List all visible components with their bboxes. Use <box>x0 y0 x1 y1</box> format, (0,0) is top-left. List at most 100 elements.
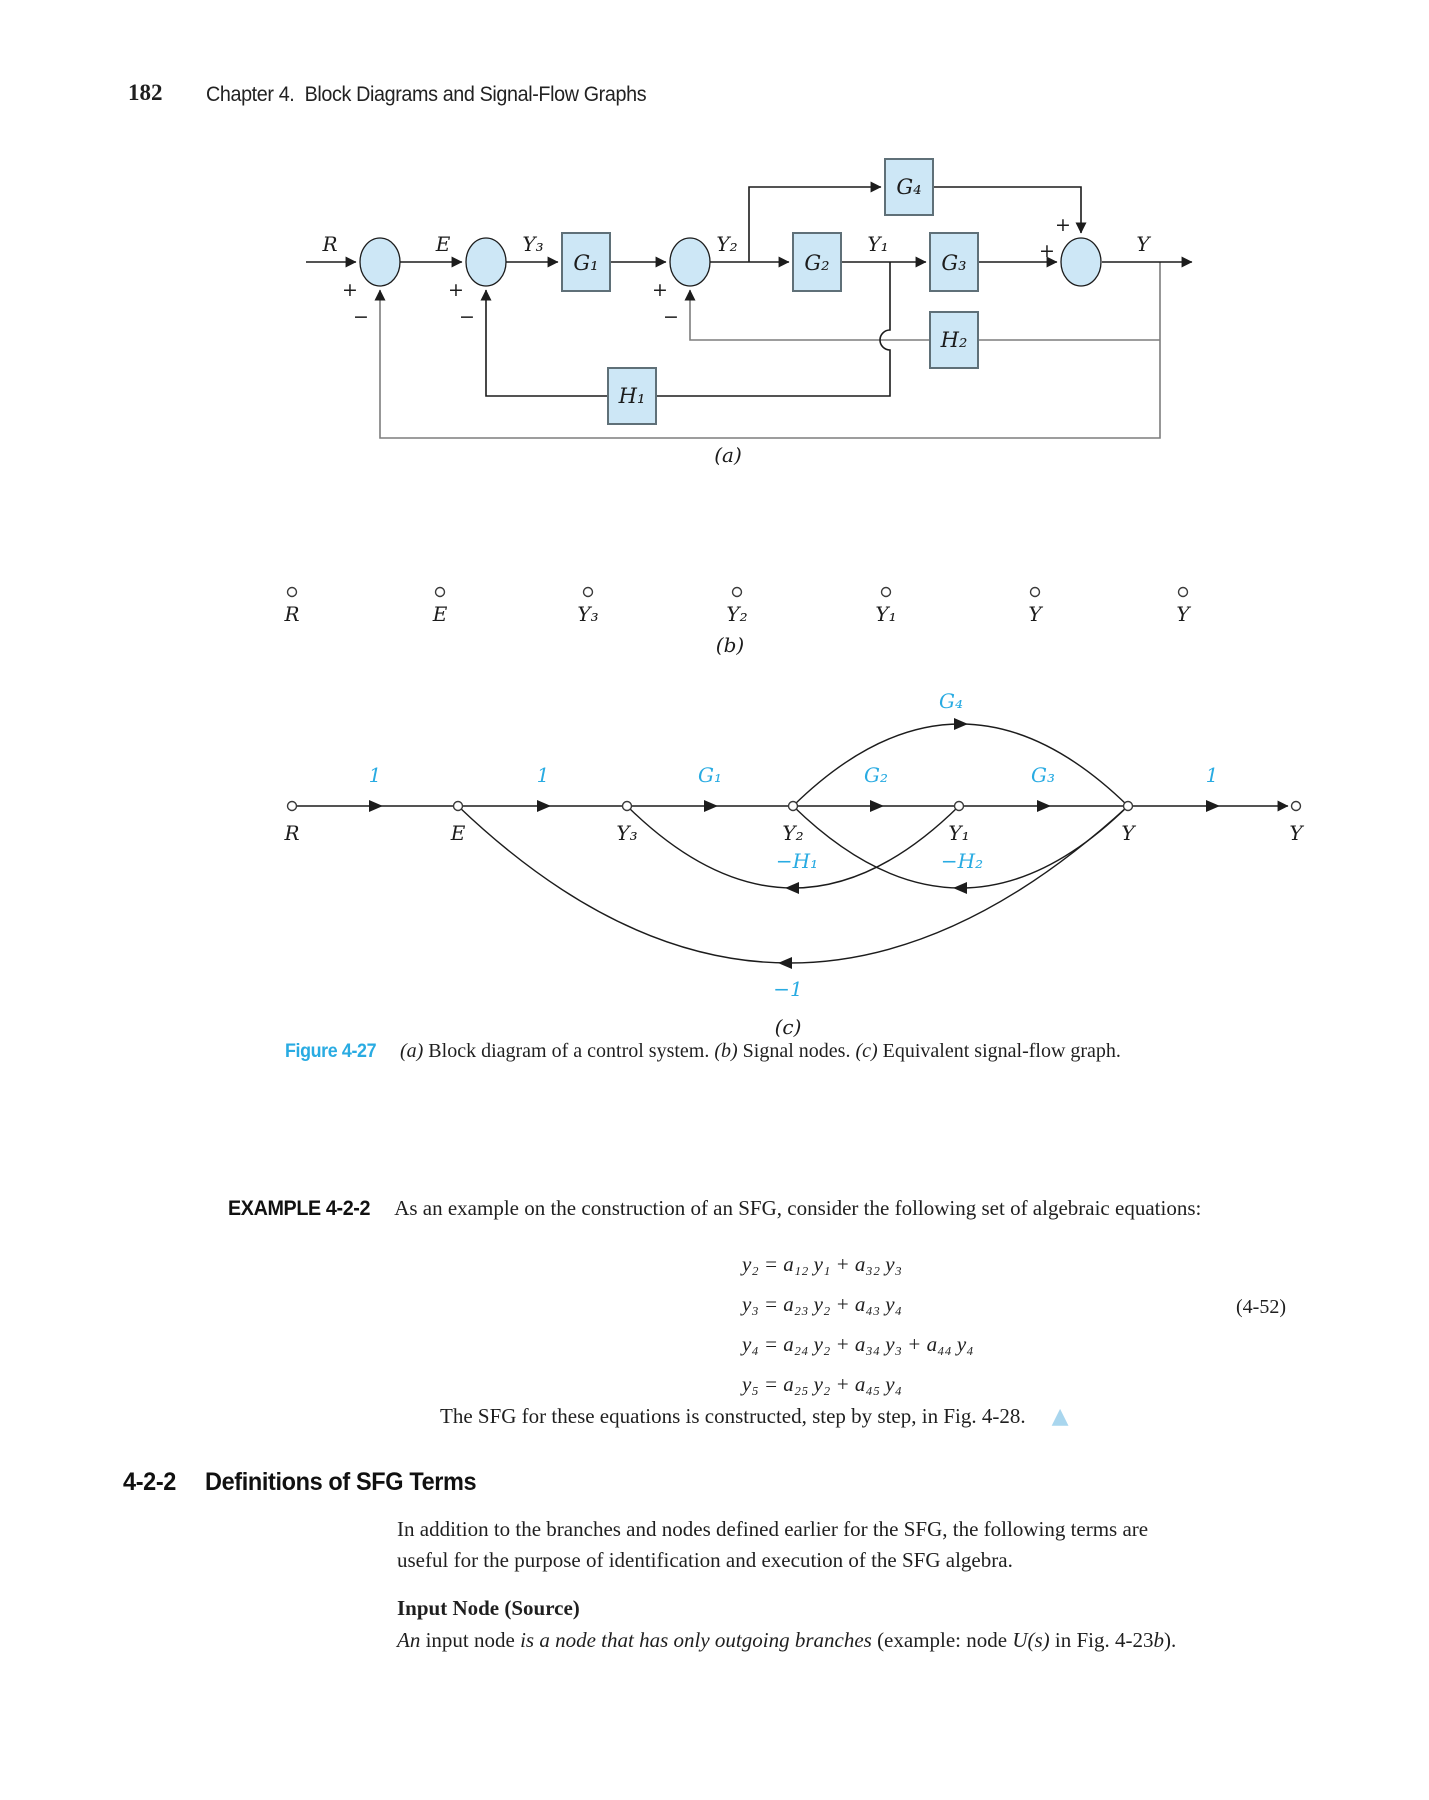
summing-junction-2 <box>465 237 507 287</box>
caption-text-c: Equivalent signal-flow graph. <box>877 1040 1121 1062</box>
signal-y3-label: Y₃ <box>522 232 543 256</box>
arrowhead <box>704 800 718 812</box>
feedback-wires <box>374 262 1161 439</box>
signal-y1-label: Y₁ <box>867 232 888 256</box>
sfg-node-circles <box>286 800 1302 812</box>
sum4-top-plus-sign: + <box>1055 214 1071 236</box>
signal-y2-label: Y₂ <box>716 232 737 256</box>
example-closing-line: The SFG for these equations is construct… <box>440 1404 1069 1429</box>
gain-label: G₃ <box>1031 763 1055 787</box>
sfg-h1-branch <box>626 805 960 889</box>
caption-tag-b: (b) <box>714 1040 738 1062</box>
gain-label-g4: G₄ <box>939 689 963 713</box>
block-g1-label: G₁ <box>573 251 598 275</box>
node-circle <box>621 800 633 812</box>
paragraph-line: In addition to the branches and nodes de… <box>397 1517 1149 1541</box>
g4-to-sum4-wire <box>933 186 1087 234</box>
signal-e-label: E <box>435 232 451 256</box>
block-g4-label: G₄ <box>896 175 921 199</box>
sum2-plus-sign: + <box>448 279 464 301</box>
block-h2 <box>929 311 979 369</box>
summing-junction-4 <box>1060 237 1102 287</box>
summing-junction-1 <box>359 237 401 287</box>
node-label: Y₁ <box>875 602 896 626</box>
node-circle <box>880 586 892 598</box>
caption-text-b: Signal nodes. <box>737 1040 856 1062</box>
equation-number: (4-52) <box>1236 1296 1286 1318</box>
figure-caption-label: Figure 4-27 <box>285 1041 377 1062</box>
node-label: Y <box>1121 821 1136 845</box>
node-label: Y₂ <box>726 602 747 626</box>
figure-a-sublabel: (a) <box>714 443 742 467</box>
arrowhead-unity <box>778 957 792 969</box>
example-closing-text: The SFG for these equations is construct… <box>440 1404 1026 1428</box>
arrowhead <box>1206 800 1220 812</box>
figure-a-block-diagram: G₁ G₂ G₃ G₄ H₂ H₁ R E Y₃ Y₂ Y₁ Y + − + −… <box>306 158 1193 467</box>
sfg-g4-branch <box>792 723 1129 807</box>
definition-part: input node <box>425 1628 521 1652</box>
gain-label: 1 <box>369 763 382 787</box>
h2-output-wire <box>684 289 930 341</box>
section-number: 4-2-2 <box>123 1468 176 1496</box>
definition-part: U(s) <box>1012 1628 1050 1652</box>
sfg-arrowheads <box>369 718 1220 969</box>
node-label: Y₁ <box>948 821 969 845</box>
equation-block: y₂ = a₁₂ y₁ + a₃₂ y₃ y₃ = a₂₃ y₂ + a₄₃ y… <box>742 1244 974 1404</box>
node-circle <box>286 586 298 598</box>
node-circle <box>452 800 464 812</box>
example-label: EXAMPLE 4-2-2 <box>228 1197 371 1220</box>
definition-part: in Fig. 4-23 <box>1049 1628 1154 1652</box>
equation-line: y₃ = a₂₃ y₂ + a₄₃ y₄ <box>742 1292 902 1316</box>
outer-feedback-wire <box>374 262 1161 439</box>
equation-line: y₂ = a₁₂ y₁ + a₃₂ y₃ <box>742 1252 902 1276</box>
node-label: Y₂ <box>782 821 803 845</box>
arrowhead <box>369 800 383 812</box>
node-circle <box>434 586 446 598</box>
gain-label: 1 <box>537 763 550 787</box>
gain-label-h2: −H₂ <box>941 849 983 873</box>
example-end-marker-icon: ▲ <box>1051 1404 1069 1429</box>
block-h2-label: H₂ <box>940 328 968 352</box>
gain-label: G₂ <box>864 763 888 787</box>
node-label: E <box>450 821 466 845</box>
chapter-title: Chapter 4. Block Diagrams and Signal-Flo… <box>206 83 647 106</box>
y2-to-g4-wire <box>748 181 882 262</box>
summing-junction-3 <box>669 237 711 287</box>
arrowhead <box>870 800 884 812</box>
section-paragraph: In addition to the branches and nodes de… <box>397 1514 1148 1576</box>
node-circle <box>1290 800 1302 812</box>
figure-c-signal-flow-graph: 1 1 G₁ G₂ G₃ 1 G₄ −H₁ −H₂ −1 R E Y₃ Y₂ Y… <box>283 689 1304 1039</box>
sum1-minus-sign: − <box>353 306 369 328</box>
figure-4-27-graphics: G₁ G₂ G₃ G₄ H₂ H₁ R E Y₃ Y₂ Y₁ Y + − + −… <box>283 158 1304 1039</box>
gain-label-h1: −H₁ <box>776 849 818 873</box>
definition-part: is a node that has only outgoing branche… <box>520 1628 878 1652</box>
gain-label: G₁ <box>698 763 722 787</box>
input-node-subheading: Input Node (Source) <box>397 1596 580 1620</box>
signal-node-circles <box>286 586 1189 598</box>
arrowhead <box>1037 800 1051 812</box>
h1-output-wire <box>480 289 608 397</box>
arrowhead-g4 <box>954 718 968 730</box>
sum1-plus-sign: + <box>342 279 358 301</box>
node-label: Y₃ <box>616 821 637 845</box>
block-g2-label: G₂ <box>804 251 829 275</box>
node-label: Y <box>1289 821 1304 845</box>
node-circle <box>582 586 594 598</box>
definition-part: ). <box>1164 1628 1177 1652</box>
node-label: R <box>283 821 299 845</box>
page-number: 182 <box>128 80 163 105</box>
signal-r-label: R <box>321 232 337 256</box>
definition-part: b <box>1153 1628 1165 1652</box>
gain-label-unity-feedback: −1 <box>773 977 802 1001</box>
node-circle <box>787 800 799 812</box>
equation-line: y₅ = a₂₅ y₂ + a₄₅ y₄ <box>742 1372 902 1396</box>
figure-c-sublabel: (c) <box>775 1015 802 1039</box>
block-g1 <box>561 232 611 292</box>
node-circle <box>1122 800 1134 812</box>
paragraph-line: useful for the purpose of identification… <box>397 1548 1013 1572</box>
block-g2 <box>792 232 842 292</box>
gain-label: 1 <box>1206 763 1219 787</box>
node-circle <box>1029 586 1041 598</box>
y1-to-h1-wire <box>656 262 891 397</box>
